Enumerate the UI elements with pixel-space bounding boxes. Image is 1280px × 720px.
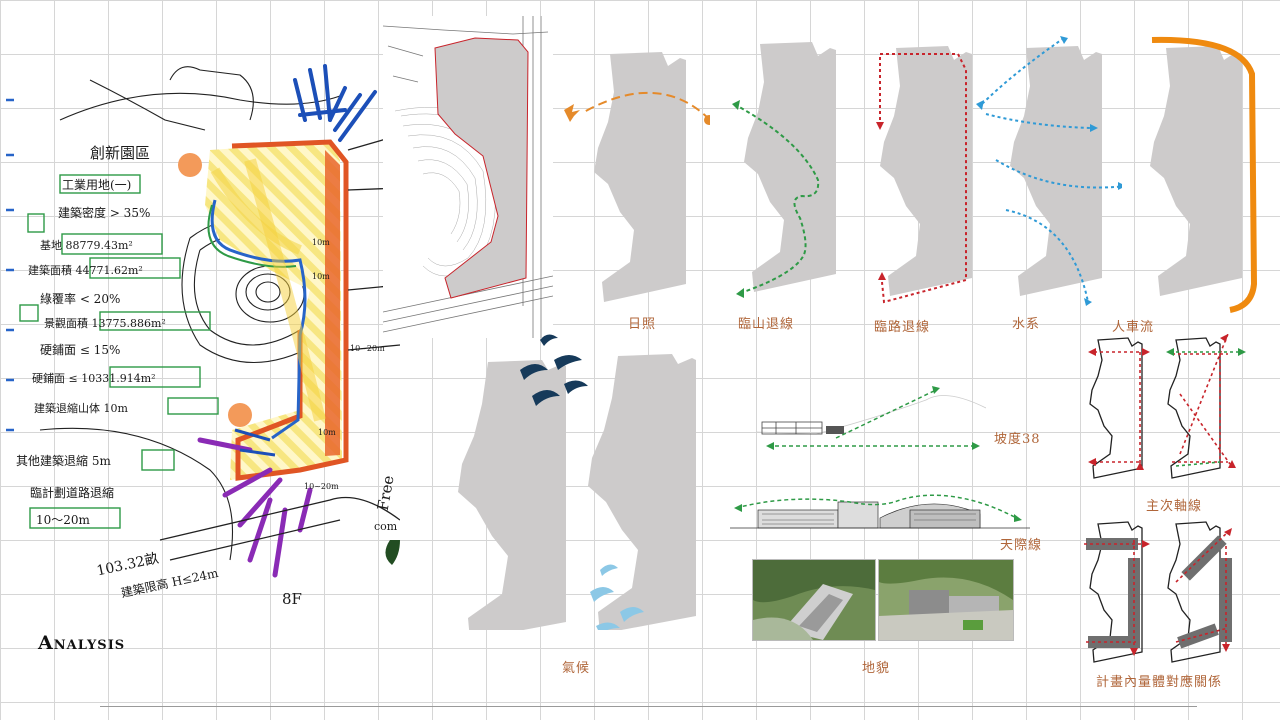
diagram-water [976,36,1122,306]
label-sunlight: 日照 [628,317,657,332]
note-green-coverage: 綠覆率 < 20% [40,292,121,306]
setback-tag: 10m [312,238,330,247]
diagram-road-setback [876,46,972,304]
diagram-climate [458,334,696,630]
wind-scribble-north [293,64,377,142]
site-boundary [231,139,349,481]
road-lines [159,134,400,561]
note-setback-range: 10～20m [36,513,90,527]
note-industrial-land: 工業用地(一) [62,178,132,192]
note-brackets [6,98,14,432]
label-traffic: 人車流 [1112,320,1155,335]
note-building-area: 建築面積 44771.62m² [28,264,143,277]
label-axes: 主次軸線 [1146,499,1203,514]
terrain-rendering-1 [752,559,876,641]
label-slope: 坡度38 [994,432,1041,447]
diagram-axes [1088,334,1246,479]
note-density: 建築密度 > 35% [58,206,151,220]
blue-arrows-south [234,428,276,457]
page-title: Analysis [38,632,126,654]
note-landscape-area: 景觀面積 13775.886m² [44,317,166,330]
note-site-area: 基地 88779.43m² [40,239,133,252]
label-climate: 氣候 [562,661,591,676]
slope-line [835,389,937,439]
note-innovation-park: 創新園區 [90,144,151,162]
site-sketch [6,64,400,578]
sun-arrow-icon [564,104,580,122]
note-com: com [374,520,398,533]
sketch-notes: 創新園區 工業用地(一) 建築密度 > 35% 基地 88779.43m² 建築… [0,0,400,630]
diagram-traffic [1150,36,1258,313]
label-massing: 計畫內量體對應關係 [1096,675,1223,690]
bottom-rule [100,706,1197,707]
label-road-setback: 臨路退線 [874,320,931,335]
note-paving-area: 硬鋪面 ≤ 10331.914m² [32,372,156,385]
sun-blob-north [178,153,202,177]
note-road-setback: 臨計劃道路退縮 [30,486,115,500]
water-flow-lines [979,37,1122,303]
wind-gust-icons-south [590,564,644,630]
sun-icon [704,115,710,125]
wind-scribble-south [197,437,313,578]
road-setback-line [879,53,967,304]
diagram-mountain-setback [732,42,836,298]
leaf-mark [385,540,400,565]
mountain-setback-line [733,103,820,295]
diagram-massing [1084,521,1232,663]
wind-gust-icons-north [520,334,588,406]
diagram-slope [756,386,986,450]
note-floors: 8F [282,590,302,608]
cad-site-parcel [434,37,529,299]
massing-blocks [1086,535,1232,649]
note-free: Free [373,474,398,512]
terrain-rendering-2 [878,559,1014,641]
note-boxes [19,174,219,529]
cad-site-plan [383,16,553,338]
setback-tag: 10~20m [304,482,339,491]
diagram-skyline [730,494,1030,529]
setback-tag: 10~20m [350,344,385,353]
skyline-line [735,494,1021,521]
traffic-flow-band [1151,36,1258,313]
note-paving-ratio: 硬鋪面 ≤ 15% [40,343,121,357]
label-skyline: 天際線 [1000,538,1043,553]
setback-tag: 10m [312,272,330,281]
setback-tag: 10m [318,428,336,437]
sun-blob-south [228,403,252,427]
site-edge-fill [325,150,340,456]
label-mountain-setback: 臨山退線 [738,317,795,332]
diagram-sunlight [564,52,710,302]
label-water: 水系 [1012,317,1041,332]
note-mountain-setback: 建築退縮山体 10m [34,402,128,415]
label-terrain: 地貌 [862,661,891,676]
note-other-setback: 其他建築退縮 5m [16,454,111,468]
sun-path [583,91,710,121]
note-mu: 103.32畝 [95,550,161,580]
